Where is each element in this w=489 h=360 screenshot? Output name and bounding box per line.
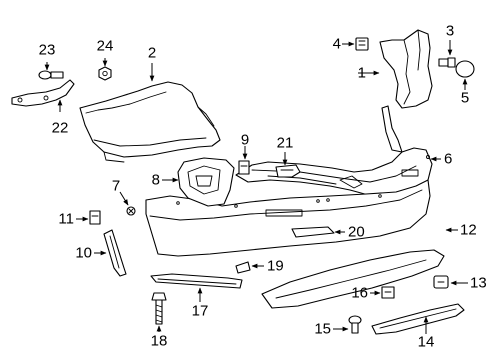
part-22-bracket xyxy=(11,79,75,107)
callout-19: 19 xyxy=(267,258,284,275)
callout-13: 13 xyxy=(470,275,487,292)
part-1-side-bracket xyxy=(379,29,433,109)
part-15-push-pin xyxy=(348,315,362,334)
callout-6: 6 xyxy=(444,151,452,168)
part-13-clip xyxy=(433,275,449,289)
callout-23: 23 xyxy=(39,42,56,59)
part-17-step-pad xyxy=(150,273,243,289)
part-8-reflector xyxy=(177,157,235,207)
part-24-nut xyxy=(98,66,112,81)
part-11-clip xyxy=(89,210,101,225)
callout-10: 10 xyxy=(75,245,92,262)
part-3-bolt xyxy=(438,57,456,68)
part-21-retainer xyxy=(275,164,301,178)
callout-3: 3 xyxy=(446,23,454,40)
part-10-bracket xyxy=(103,229,127,277)
callout-labels: 1 2 3 4 5 6 7 8 9 10 11 12 13 14 15 16 1… xyxy=(39,23,487,351)
callout-22: 22 xyxy=(52,120,69,137)
callout-11: 11 xyxy=(58,211,74,228)
leader-lines xyxy=(44,40,468,334)
part-18-bolt xyxy=(151,292,167,325)
callout-20: 20 xyxy=(348,224,365,241)
callout-16: 16 xyxy=(351,285,368,302)
part-20-reflector xyxy=(291,226,335,238)
callout-12: 12 xyxy=(460,222,477,239)
part-5-cap xyxy=(455,60,475,78)
part-23-push-pin xyxy=(38,70,64,80)
part-12-lower-valance xyxy=(261,249,445,309)
part-9-clip xyxy=(238,160,250,175)
callout-24: 24 xyxy=(97,38,114,55)
callout-21: 21 xyxy=(277,135,294,152)
part-19-clip xyxy=(235,261,251,274)
callout-18: 18 xyxy=(151,333,168,350)
part-4-clip xyxy=(355,37,369,51)
callout-17: 17 xyxy=(192,303,209,320)
callout-8: 8 xyxy=(152,172,160,189)
part-16-clip xyxy=(381,286,395,299)
part-14-trim-strip xyxy=(371,303,465,335)
callout-2: 2 xyxy=(148,45,156,62)
callout-14: 14 xyxy=(418,334,435,351)
callout-5: 5 xyxy=(461,90,469,107)
callout-9: 9 xyxy=(241,132,249,149)
callout-4: 4 xyxy=(333,36,341,53)
part-7-screw xyxy=(126,206,136,216)
callout-7: 7 xyxy=(112,178,120,195)
callout-1: 1 xyxy=(358,65,366,82)
callout-15: 15 xyxy=(314,321,331,338)
part-12-bumper-cover xyxy=(145,179,431,257)
part-2-splash-shield xyxy=(79,81,221,163)
part-6-energy-absorber xyxy=(235,105,433,197)
